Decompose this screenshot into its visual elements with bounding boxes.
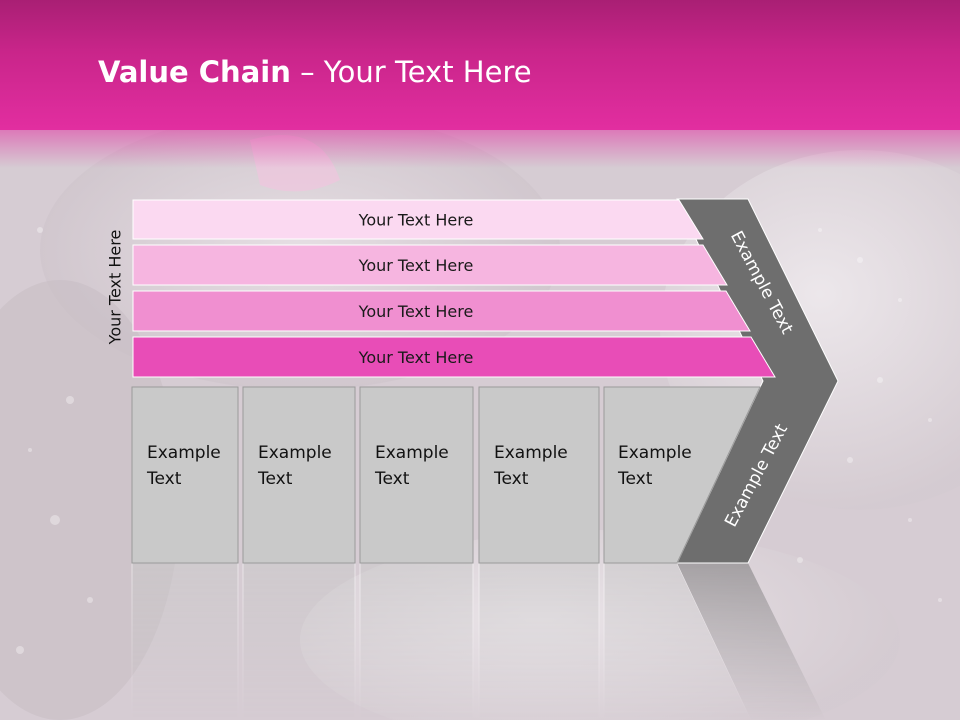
header-band <box>0 0 960 130</box>
example-box-4-line2: Text <box>493 469 529 489</box>
example-box-5 <box>603 386 761 564</box>
row-label-3: Your Text Here <box>358 302 474 321</box>
example-box-2-line2: Text <box>257 469 293 489</box>
row-band-3 <box>132 290 751 332</box>
example-box-2-line1: Example <box>258 443 332 463</box>
chevron-arrow <box>676 198 839 564</box>
header-fade <box>0 128 960 168</box>
example-box-1-line1: Example <box>147 443 221 463</box>
reflection-box-1 <box>131 562 239 720</box>
reflection <box>131 562 826 720</box>
row-label-1: Your Text Here <box>358 211 474 230</box>
title-rest: – Your Text Here <box>290 55 532 89</box>
row-band-2 <box>132 244 728 286</box>
row-band-4 <box>132 336 776 378</box>
example-box-5-line2: Text <box>617 469 653 489</box>
reflection-box-3 <box>359 562 474 720</box>
example-box-3-line2: Text <box>374 469 410 489</box>
reflection-box-2 <box>242 562 356 720</box>
example-box-3-line1: Example <box>375 443 449 463</box>
reflection-group <box>131 562 826 720</box>
slide-title: Value Chain – Your Text Here <box>98 55 532 89</box>
example-box-1 <box>131 386 239 564</box>
example-box-4-line1: Example <box>494 443 568 463</box>
title-bold: Value Chain <box>98 55 291 89</box>
example-box-1-line2: Text <box>146 469 182 489</box>
row-label-4: Your Text Here <box>358 348 474 367</box>
reflection-box-4 <box>478 562 600 720</box>
example-box-3 <box>359 386 474 564</box>
example-box-4 <box>478 386 600 564</box>
row-label-2: Your Text Here <box>358 256 474 275</box>
example-box-5-line1: Example <box>618 443 692 463</box>
example-box-2 <box>242 386 356 564</box>
row-band-1 <box>132 199 704 240</box>
reflection-chevron <box>677 563 826 720</box>
